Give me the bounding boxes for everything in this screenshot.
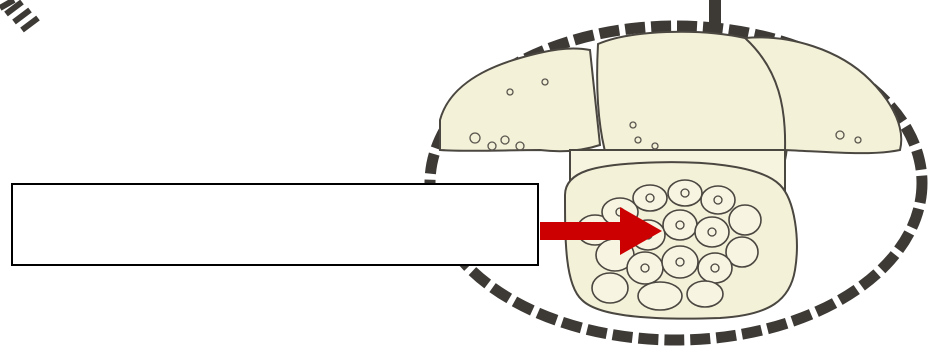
left-upper-cell	[440, 48, 600, 151]
top-stalk	[709, 0, 721, 26]
label-box	[11, 183, 539, 266]
corner-ring-fragment	[0, 0, 38, 30]
